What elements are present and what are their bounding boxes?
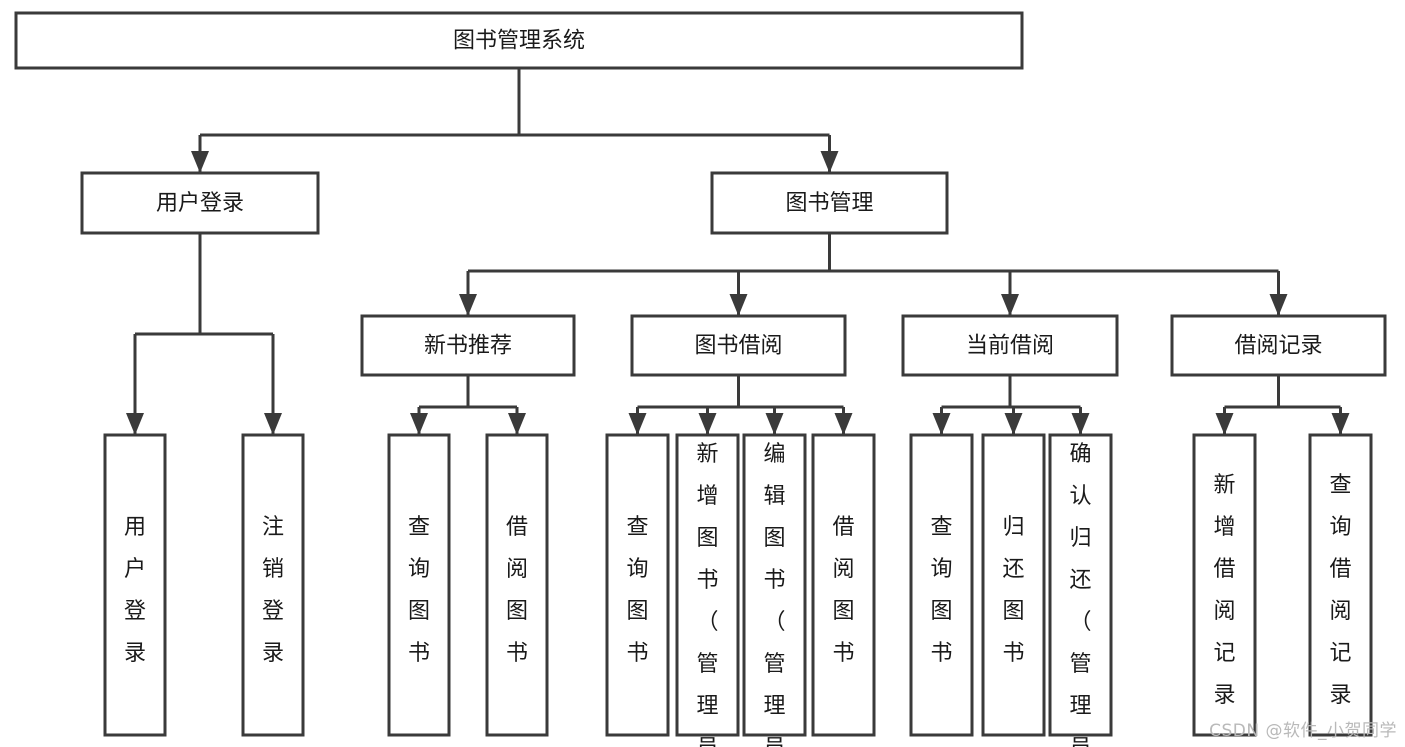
node-label: 新增借阅记录 — [1213, 473, 1235, 708]
node-root-system[interactable]: 图书管理系统 — [14, 11, 1024, 70]
node-label: 借阅记录 — [1234, 334, 1322, 359]
node-box — [909, 433, 974, 737]
node-label: 新增图书（管理员） — [696, 442, 718, 747]
node-label: 用户登录 — [156, 191, 244, 216]
node-box — [485, 433, 549, 737]
node-box — [360, 314, 576, 377]
node-label: 图书管理 — [785, 191, 873, 216]
node-book-manage[interactable]: 图书管理 — [710, 171, 949, 235]
arrow-head-icon — [765, 413, 784, 435]
node-box — [981, 433, 1046, 737]
node-leaf-edit-book-admin[interactable]: 编辑图书（管理员） — [742, 433, 807, 747]
node-leaf-query-borrow-record[interactable]: 查询借阅记录 — [1308, 433, 1373, 737]
node-leaf-borrow-book-1[interactable]: 借阅图书 — [485, 433, 549, 737]
node-label: 查询图书 — [626, 515, 648, 666]
arrow-head-icon — [1269, 294, 1288, 316]
node-label: 查询图书 — [930, 515, 952, 666]
node-leaf-user-login[interactable]: 用户登录 — [103, 433, 167, 737]
node-label: 新书推荐 — [424, 334, 512, 359]
node-box — [1048, 433, 1113, 737]
node-user-login[interactable]: 用户登录 — [80, 171, 320, 235]
node-box — [241, 433, 305, 737]
node-leaf-borrow-book-2[interactable]: 借阅图书 — [811, 433, 876, 737]
node-label: 注销登录 — [262, 515, 284, 666]
arrow-head-icon — [264, 413, 282, 435]
connector-layer — [126, 68, 1350, 435]
arrow-head-icon — [191, 151, 209, 173]
node-label: 归还图书 — [1002, 515, 1024, 666]
node-label: 编辑图书（管理员） — [763, 442, 785, 747]
arrow-head-icon — [1001, 294, 1019, 316]
node-leaf-query-book-1[interactable]: 查询图书 — [387, 433, 451, 737]
node-current-borrow[interactable]: 当前借阅 — [901, 314, 1119, 377]
node-box — [901, 314, 1119, 377]
arrow-head-icon — [1215, 413, 1234, 435]
node-label: 借阅图书 — [832, 515, 854, 666]
arrow-head-icon — [459, 294, 477, 316]
node-box — [103, 433, 167, 737]
node-label: 图书借阅 — [694, 334, 782, 359]
node-label: 确认归还（管理员） — [1069, 442, 1091, 747]
arrow-head-icon — [729, 294, 748, 316]
node-box — [630, 314, 847, 377]
node-box — [811, 433, 876, 737]
node-leaf-query-book-3[interactable]: 查询图书 — [909, 433, 974, 737]
node-label: 借阅图书 — [506, 515, 528, 666]
node-leaf-add-book-admin[interactable]: 新增图书（管理员） — [675, 433, 740, 747]
node-leaf-confirm-return-admin[interactable]: 确认归还（管理员） — [1048, 433, 1113, 747]
arrow-head-icon — [628, 413, 647, 435]
arrow-head-icon — [1004, 413, 1023, 435]
arrow-head-icon — [932, 413, 951, 435]
arrow-head-icon — [1071, 413, 1090, 435]
node-box — [1192, 433, 1257, 737]
node-box — [80, 171, 320, 235]
node-leaf-add-borrow-record[interactable]: 新增借阅记录 — [1192, 433, 1257, 737]
arrow-head-icon — [820, 151, 839, 173]
node-layer: 图书管理系统用户登录图书管理新书推荐图书借阅当前借阅借阅记录用户登录注销登录查询… — [14, 11, 1387, 747]
node-box — [675, 433, 740, 737]
arrow-head-icon — [126, 413, 144, 435]
node-box — [1308, 433, 1373, 737]
node-label: 查询借阅记录 — [1329, 473, 1351, 708]
node-box — [710, 171, 949, 235]
node-leaf-logout[interactable]: 注销登录 — [241, 433, 305, 737]
node-box — [14, 11, 1024, 70]
arrow-head-icon — [834, 413, 853, 435]
arrow-head-icon — [410, 413, 428, 435]
arrow-head-icon — [698, 413, 717, 435]
node-label: 图书管理系统 — [453, 29, 585, 54]
node-book-borrow[interactable]: 图书借阅 — [630, 314, 847, 377]
node-box — [742, 433, 807, 737]
arrow-head-icon — [1331, 413, 1350, 435]
node-box — [1170, 314, 1387, 377]
node-label: 当前借阅 — [966, 334, 1054, 359]
node-label: 用户登录 — [124, 515, 146, 666]
node-box — [387, 433, 451, 737]
node-label: 查询图书 — [408, 515, 430, 666]
node-leaf-return-book[interactable]: 归还图书 — [981, 433, 1046, 737]
arrow-head-icon — [508, 413, 526, 435]
node-borrow-record[interactable]: 借阅记录 — [1170, 314, 1387, 377]
node-new-book-recommend[interactable]: 新书推荐 — [360, 314, 576, 377]
csdn-watermark: CSDN @软件_小贺同学 — [1209, 721, 1397, 741]
node-box — [605, 433, 670, 737]
node-leaf-query-book-2[interactable]: 查询图书 — [605, 433, 670, 737]
